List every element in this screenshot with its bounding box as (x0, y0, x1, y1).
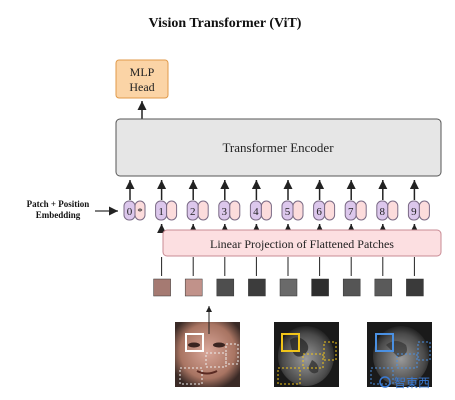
token-position-label: 0 (127, 206, 133, 218)
token-position-label: 5 (285, 206, 291, 218)
token-position-label: 1 (158, 206, 164, 218)
watermark: 智東西 (379, 375, 430, 390)
transformer-encoder-block: Transformer Encoder (115, 118, 442, 177)
face-mouth (196, 370, 218, 375)
patch-embedding-pill (229, 200, 241, 221)
token-3: 3 (218, 180, 241, 221)
token-position-label: 6 (316, 206, 322, 218)
patch-embedding-pill (260, 200, 272, 221)
patch-embedding-pill (355, 200, 367, 221)
class-token-pill (134, 200, 146, 221)
image-patch-2 (184, 278, 203, 297)
patch-embedding-pill (166, 200, 178, 221)
token-position-label: 8 (380, 206, 386, 218)
image-patch-1 (153, 278, 171, 297)
token-2: 2 (186, 180, 209, 221)
image-patch-8 (374, 278, 393, 297)
token-4: 4 (249, 180, 272, 221)
face-eye-right (213, 342, 225, 348)
token-position-label: 7 (348, 206, 354, 218)
input-image-face (175, 322, 240, 387)
patch-row (153, 257, 424, 297)
transformer-encoder-label: Transformer Encoder (222, 140, 334, 155)
embedding-label-line2: Embedding (36, 210, 81, 220)
patch-embedding-pill (197, 200, 209, 221)
mlp-head-block: MLP Head (115, 59, 169, 99)
watermark-logo-icon (379, 376, 391, 388)
token-position-label: 9 (411, 206, 417, 218)
token-1: 1 (155, 180, 178, 221)
token-0: 0* (123, 180, 146, 221)
input-image-map-yellow (274, 322, 339, 387)
watermark-text: 智東西 (394, 375, 430, 390)
patch-embedding-pill (387, 200, 399, 221)
mlp-head-label-line1: MLP (130, 65, 155, 79)
patch-embedding-pill (418, 200, 430, 221)
token-position-label: 4 (253, 206, 259, 218)
mlp-head-label-line2: Head (129, 80, 154, 94)
token-8: 8 (376, 180, 399, 221)
token-9: 9 (407, 180, 430, 221)
input-image-map-blue (367, 322, 432, 387)
patch-embedding-pill (324, 200, 336, 221)
image-patch-5 (279, 278, 298, 297)
diagram-title: Vision Transformer (ViT) (149, 16, 302, 31)
patch-embedding-pill (292, 200, 304, 221)
image-patch-9 (406, 278, 424, 297)
class-token-symbol: * (137, 206, 143, 218)
embedding-label-line1: Patch + Position (27, 199, 90, 209)
image-patch-7 (342, 278, 361, 297)
face-eye-left (188, 342, 200, 348)
image-patch-6 (311, 278, 329, 297)
image-patch-4 (248, 278, 266, 297)
token-position-label: 3 (222, 206, 228, 218)
linear-projection-block: Linear Projection of Flattened Patches (162, 229, 442, 257)
image-patch-3 (216, 278, 235, 297)
token-6: 6 (313, 180, 336, 221)
token-7: 7 (344, 180, 367, 221)
token-position-label: 2 (190, 206, 196, 218)
token-5: 5 (281, 180, 304, 221)
linear-projection-label: Linear Projection of Flattened Patches (210, 237, 394, 251)
